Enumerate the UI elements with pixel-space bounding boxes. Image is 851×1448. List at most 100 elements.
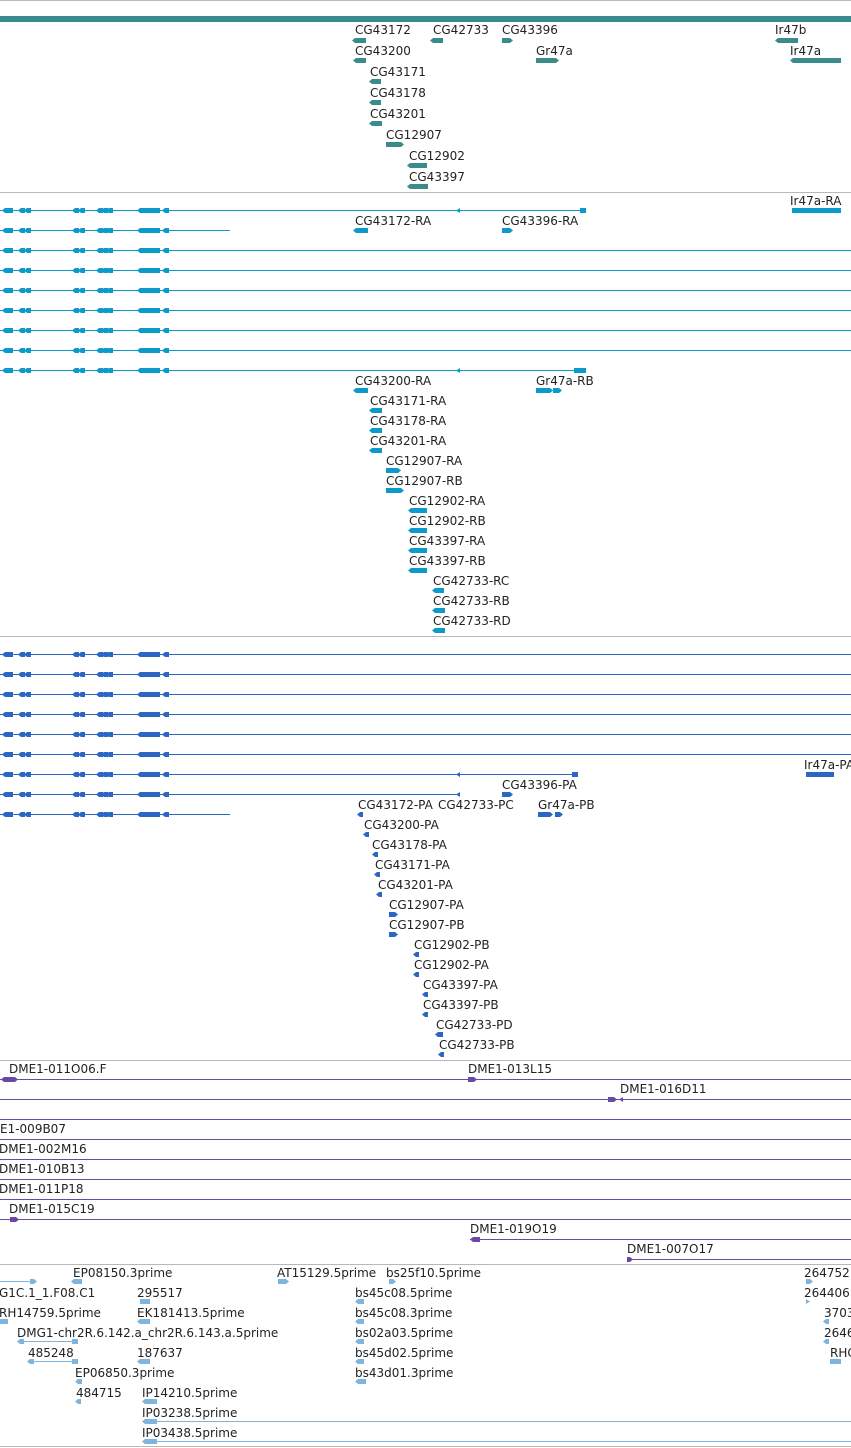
est-label[interactable]: EP08150.3prime [73, 1266, 172, 1280]
est-glyph[interactable] [137, 1359, 150, 1364]
protein-label[interactable]: CG12907-PA [389, 898, 465, 912]
clone-label[interactable]: DME1-016D11 [620, 1082, 707, 1096]
est-label[interactable]: 485248 [28, 1346, 74, 1360]
protein-glyph[interactable] [538, 812, 563, 817]
transcript-label[interactable]: CG43396-RA [502, 214, 579, 228]
transcript-label[interactable]: Gr47a-RB [536, 374, 594, 388]
est-glyph[interactable] [71, 1279, 82, 1284]
gene-glyph[interactable] [386, 142, 404, 147]
clone-glyph[interactable] [627, 1257, 633, 1262]
protein-glyph[interactable] [413, 952, 419, 957]
transcript-glyph[interactable] [353, 228, 368, 233]
est-glyph[interactable] [75, 1379, 82, 1384]
est-label[interactable]: 2646 [824, 1326, 851, 1340]
clone-label[interactable]: DME1-011P18 [0, 1182, 84, 1196]
protein-label[interactable]: CG43178-PA [372, 838, 448, 852]
transcript-glyph[interactable] [408, 528, 427, 533]
est-label[interactable]: AT15129.5prime [277, 1266, 376, 1280]
est-glyph[interactable] [142, 1399, 157, 1404]
protein-glyph[interactable] [572, 772, 578, 777]
protein-label[interactable]: CG43396-PA [502, 778, 578, 792]
gene-label[interactable]: CG42733 [433, 23, 489, 37]
protein-label[interactable]: CG12902-PB [414, 938, 490, 952]
est-glyph[interactable] [140, 1299, 150, 1304]
est-glyph[interactable] [823, 1319, 829, 1324]
est-glyph[interactable] [806, 1299, 810, 1304]
clone-glyph[interactable] [608, 1097, 623, 1102]
clone-glyph[interactable] [10, 1217, 19, 1222]
gene-glyph[interactable] [369, 100, 381, 105]
est-label[interactable]: RH14759.5prime [0, 1306, 101, 1320]
est-label[interactable]: 187637 [137, 1346, 183, 1360]
protein-glyph[interactable] [502, 792, 513, 797]
est-glyph[interactable] [27, 1359, 78, 1364]
protein-glyph[interactable] [374, 872, 380, 877]
clone-label[interactable]: E1-009B07 [0, 1122, 66, 1136]
est-glyph[interactable] [355, 1379, 366, 1384]
gene-glyph[interactable] [352, 38, 366, 43]
protein-label[interactable]: CG43172-PA [358, 798, 434, 812]
transcript-glyph[interactable] [369, 428, 382, 433]
protein-label[interactable]: Gr47a-PB [538, 798, 595, 812]
clone-label[interactable]: DME1-010B13 [0, 1162, 85, 1176]
transcript-glyph[interactable] [408, 548, 427, 553]
protein-label[interactable]: CG12902-PA [414, 958, 490, 972]
est-glyph[interactable] [389, 1279, 396, 1284]
transcript-label[interactable]: CG43201-RA [370, 434, 447, 448]
transcript-label[interactable]: CG43178-RA [370, 414, 447, 428]
est-label[interactable]: EK181413.5prime [137, 1306, 245, 1320]
est-label[interactable]: bs25f10.5prime [386, 1266, 481, 1280]
est-label[interactable]: 295517 [137, 1286, 183, 1300]
est-label[interactable]: RHC [830, 1346, 851, 1360]
est-glyph[interactable] [830, 1359, 841, 1364]
protein-glyph[interactable] [438, 1052, 444, 1057]
protein-label[interactable]: CG43201-PA [378, 878, 454, 892]
transcript-label[interactable]: CG12902-RB [409, 514, 486, 528]
transcript-label[interactable]: CG43397-RA [409, 534, 486, 548]
protein-glyph[interactable] [389, 932, 398, 937]
protein-label[interactable]: CG12907-PB [389, 918, 465, 932]
gene-glyph[interactable] [536, 58, 559, 63]
transcript-glyph[interactable] [456, 208, 460, 213]
gene-label[interactable]: CG43396 [502, 23, 558, 37]
transcript-label[interactable]: CG43397-RB [409, 554, 486, 568]
est-label[interactable]: IP03238.5prime [142, 1406, 237, 1420]
transcript-glyph[interactable] [432, 588, 444, 593]
protein-label[interactable]: CG42733-PB [439, 1038, 515, 1052]
est-label[interactable]: bs45c08.5prime [355, 1286, 452, 1300]
transcript-label[interactable]: Ir47a-RA [790, 194, 842, 208]
est-glyph[interactable] [75, 1399, 81, 1404]
transcript-glyph[interactable] [369, 448, 382, 453]
est-glyph[interactable] [17, 1339, 78, 1344]
transcript-label[interactable]: CG42733-RD [433, 614, 511, 628]
est-glyph[interactable] [823, 1339, 829, 1344]
est-glyph[interactable] [30, 1279, 37, 1284]
est-glyph[interactable] [278, 1279, 289, 1284]
gene-glyph[interactable] [790, 58, 841, 63]
protein-glyph[interactable] [357, 812, 363, 817]
est-label[interactable]: 264752 [804, 1266, 850, 1280]
protein-glyph[interactable] [363, 832, 369, 837]
clone-glyph[interactable] [470, 1237, 480, 1242]
est-label[interactable]: DMG1-chr2R.6.142.a_chr2R.6.143.a.5prime [17, 1326, 278, 1340]
protein-glyph[interactable] [422, 1012, 428, 1017]
protein-glyph[interactable] [413, 972, 419, 977]
clone-label[interactable]: DME1-007O17 [627, 1242, 714, 1256]
est-label[interactable]: bs02a03.5prime [355, 1326, 453, 1340]
gene-label[interactable]: CG12902 [409, 149, 465, 163]
gene-glyph[interactable] [407, 184, 428, 189]
transcript-glyph[interactable] [580, 208, 586, 213]
clone-label[interactable]: DME1-002M16 [0, 1142, 87, 1156]
transcript-glyph[interactable] [408, 508, 427, 513]
est-glyph[interactable] [142, 1419, 157, 1424]
est-glyph[interactable] [137, 1319, 150, 1324]
protein-glyph[interactable] [435, 1032, 443, 1037]
est-label[interactable]: IP03438.5prime [142, 1426, 237, 1440]
clone-label[interactable]: DME1-015C19 [9, 1202, 95, 1216]
transcript-glyph[interactable] [792, 208, 841, 213]
est-glyph[interactable] [355, 1339, 364, 1344]
gene-glyph[interactable] [369, 121, 382, 126]
transcript-glyph[interactable] [386, 468, 401, 473]
gene-glyph[interactable] [369, 79, 381, 84]
est-glyph[interactable] [355, 1299, 364, 1304]
